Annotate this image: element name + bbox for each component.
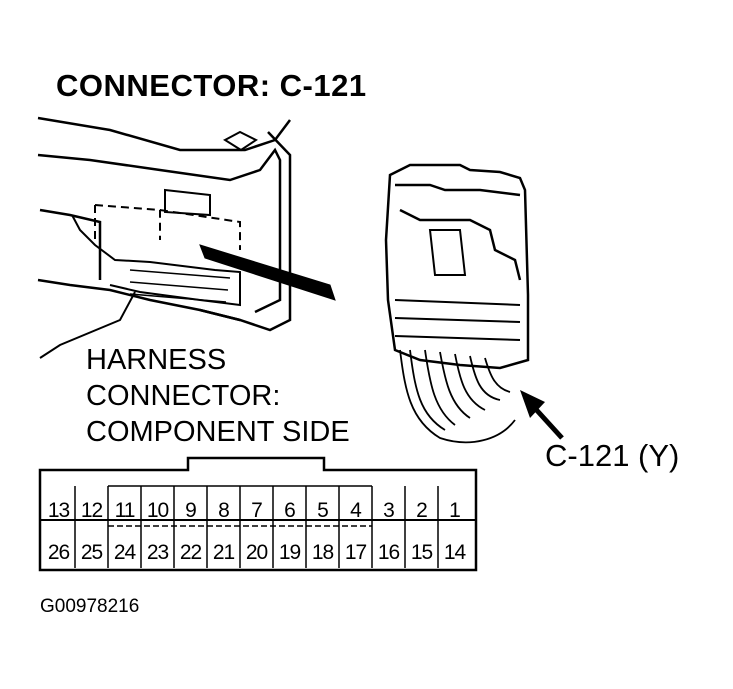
pin-14: 14 <box>443 541 466 564</box>
pin-5: 5 <box>317 499 329 522</box>
pin-21: 21 <box>212 541 235 564</box>
diagram-title: CONNECTOR: C-121 <box>56 68 367 103</box>
pin-2: 2 <box>416 499 428 522</box>
panel-tab <box>223 130 258 152</box>
callout-arrowhead <box>520 390 545 418</box>
harness-label-line-1: HARNESS <box>86 344 227 376</box>
pin-20: 20 <box>245 541 268 564</box>
wire-bundle <box>399 349 516 444</box>
pin-4: 4 <box>350 499 362 522</box>
pin-25: 25 <box>80 541 103 564</box>
glovebox-recess <box>39 208 102 280</box>
connector-slots <box>129 269 231 303</box>
ecu-top-ridge <box>395 183 521 197</box>
ecu-recess <box>428 229 467 276</box>
pin-17: 17 <box>344 541 367 564</box>
connector-outline <box>38 456 478 572</box>
pin-12: 12 <box>80 499 103 522</box>
pointer-line <box>39 291 136 359</box>
pin-8: 8 <box>218 499 230 522</box>
vent-slot <box>164 188 211 217</box>
ecu-side <box>394 299 521 341</box>
mount-bracket <box>71 214 241 307</box>
ecu-body <box>384 163 530 370</box>
pin-15: 15 <box>410 541 433 564</box>
harness-label-line-2: CONNECTOR: <box>86 380 281 412</box>
pin-3: 3 <box>383 499 395 522</box>
large-arrow-wedge <box>199 244 336 301</box>
pin-13: 13 <box>47 499 70 522</box>
pin-24: 24 <box>113 541 136 564</box>
pin-18: 18 <box>311 541 334 564</box>
pin-10: 10 <box>146 499 169 522</box>
harness-connector-label: HARNESS CONNECTOR: COMPONENT SIDE <box>86 342 350 450</box>
dashed-module <box>94 204 241 250</box>
pin-26: 26 <box>47 541 70 564</box>
pin-1: 1 <box>449 499 461 522</box>
dashboard-lower <box>37 278 241 322</box>
pin-7: 7 <box>251 499 263 522</box>
pin-6: 6 <box>284 499 296 522</box>
pin-9: 9 <box>185 499 197 522</box>
pin-16: 16 <box>377 541 400 564</box>
pin-19: 19 <box>278 541 301 564</box>
ecu-contour <box>399 208 522 281</box>
pin-23: 23 <box>146 541 169 564</box>
pin-11: 11 <box>114 499 136 522</box>
harness-label-line-3: COMPONENT SIDE <box>86 416 350 448</box>
pin-22: 22 <box>179 541 202 564</box>
connector-callout-label: C-121 (Y) <box>545 438 680 473</box>
dashboard-panel <box>37 147 282 314</box>
figure-id: G00978216 <box>40 596 140 617</box>
